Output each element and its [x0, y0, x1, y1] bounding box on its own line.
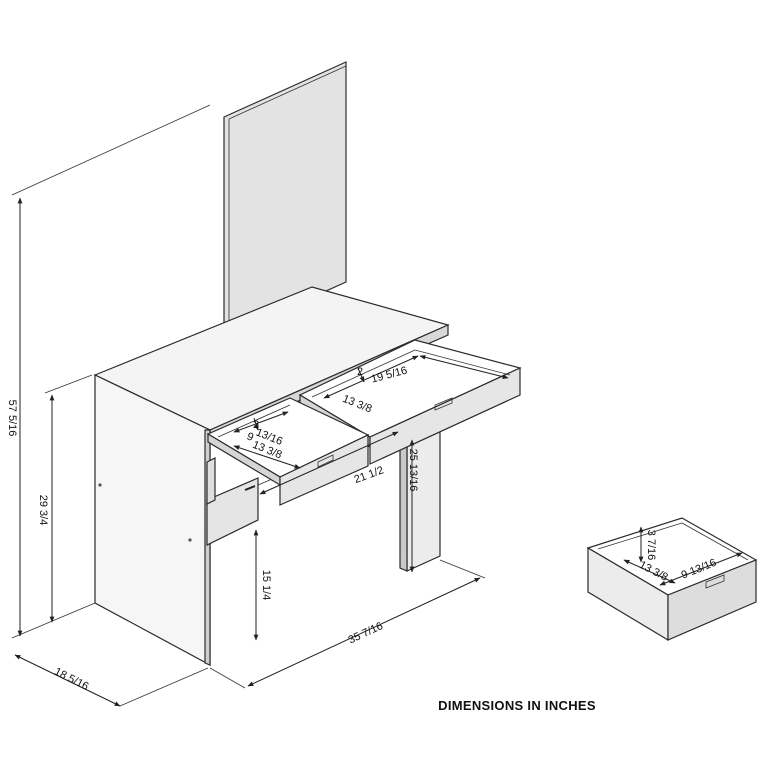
mirror: [223, 61, 347, 338]
label-knee-depth: 25 13/16: [407, 449, 419, 492]
label-depth: 18 5/16: [52, 666, 90, 693]
label-total-height: 57 5/16: [6, 400, 18, 437]
detail-drawer: [586, 517, 758, 642]
label-desk-height: 29 3/4: [37, 495, 49, 526]
dimension-lines: [11, 104, 743, 707]
label-detail-height: 3 7/16: [645, 530, 657, 561]
label-right-drawer-height: 2: [357, 366, 363, 378]
caption: DIMENSIONS IN INCHES: [438, 698, 596, 713]
label-left-drawer-width-a: 9: [245, 431, 255, 444]
label-left-drawer-height: 2: [253, 419, 259, 431]
label-width: 35 7/16: [347, 620, 385, 646]
label-knee-height: 15 1/4: [260, 570, 272, 601]
